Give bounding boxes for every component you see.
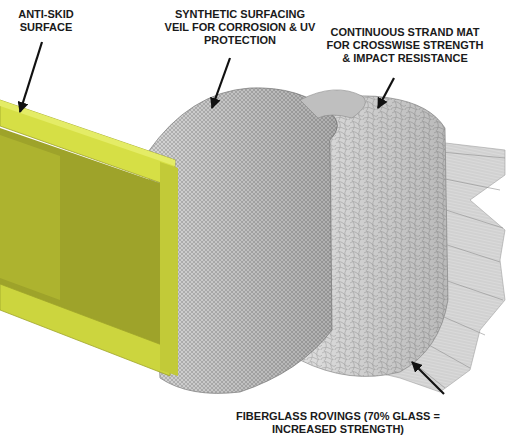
veil-curl <box>300 90 365 118</box>
callout-label: ANTI-SKID SURFACE <box>3 8 89 34</box>
leader-arrow <box>378 78 394 108</box>
tube-bottom-wall <box>0 284 170 376</box>
surfacing-veil <box>148 88 338 394</box>
leader-arrow <box>20 42 42 112</box>
leader-arrows <box>20 42 444 394</box>
leader-arrow <box>212 58 230 108</box>
veil-shading <box>148 88 338 394</box>
callout-label: CONTINUOUS STRAND MAT FOR CROSSWISE STRE… <box>321 26 489 65</box>
tube-edge <box>160 162 178 376</box>
callout-label: FIBERGLASS ROVINGS (70% GLASS = INCREASE… <box>220 410 456 436</box>
tube-interior-light <box>0 135 60 300</box>
tube-top-wall <box>0 100 175 188</box>
callout-label: SYNTHETIC SURFACING VEIL FOR CORROSION &… <box>164 8 316 47</box>
anti-skid-surface <box>0 100 175 166</box>
leader-arrow <box>412 362 444 394</box>
